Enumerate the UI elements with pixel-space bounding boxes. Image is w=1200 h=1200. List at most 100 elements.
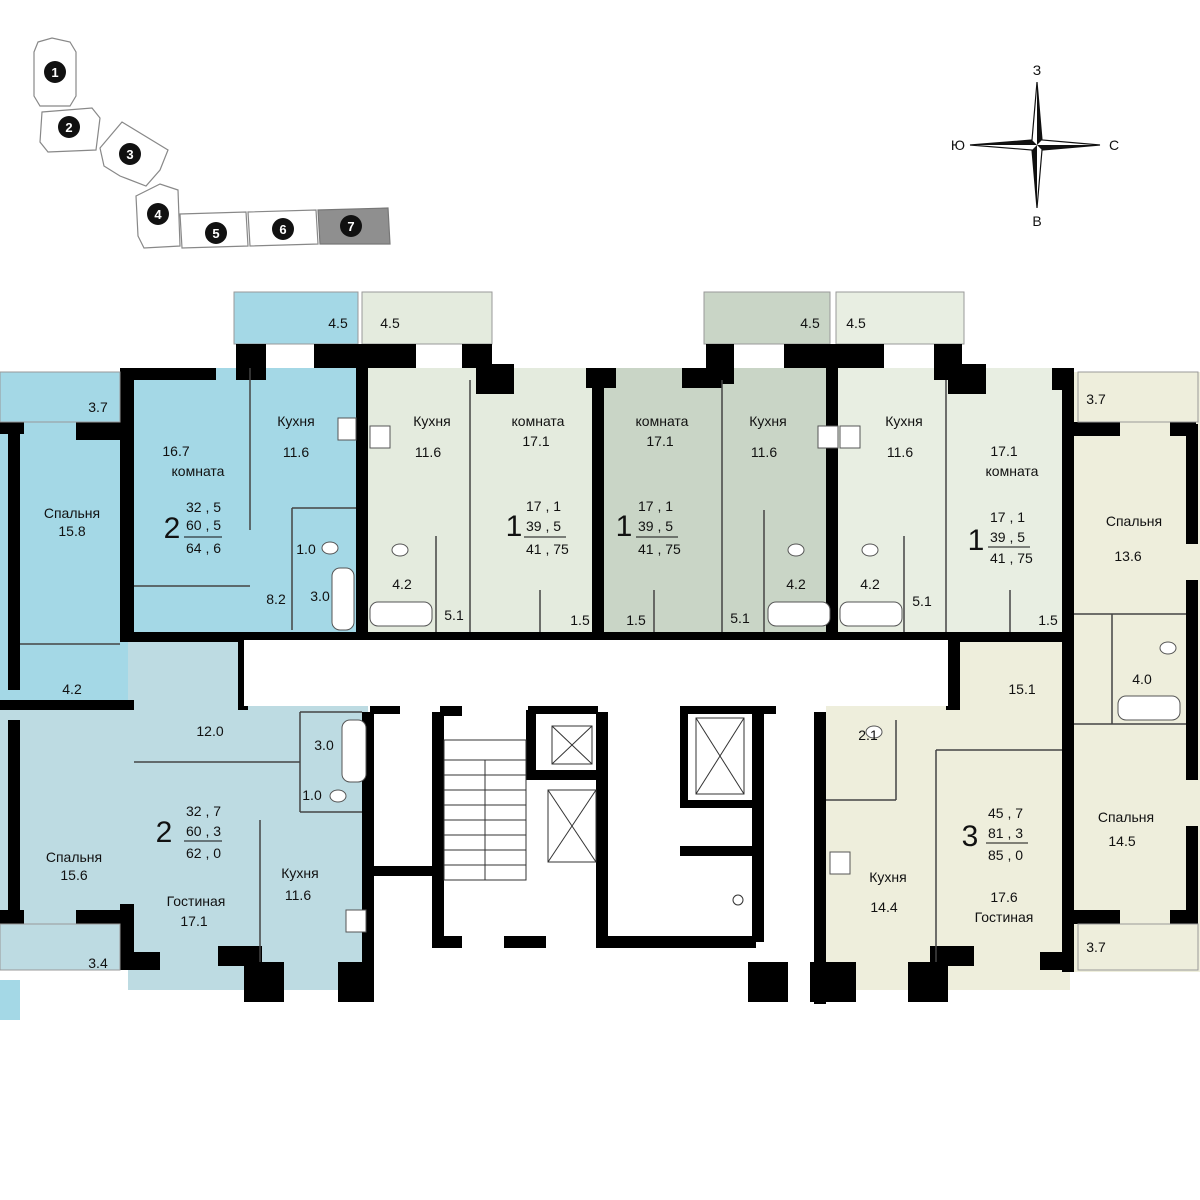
room-area: 5.1 [730, 610, 750, 626]
section-badge[interactable]: 3 [119, 143, 141, 165]
room-area: 4.0 [1132, 671, 1152, 687]
room-area: 15.8 [58, 523, 85, 539]
bathtub [369, 601, 433, 627]
apartment-rooms: 3 [962, 820, 979, 853]
room-name: Гостиная [975, 909, 1034, 925]
section-number: 3 [126, 147, 133, 162]
room-name: Кухня [885, 413, 922, 429]
compass-south-label: В [1032, 213, 1041, 229]
area-total: 81 , 3 [988, 825, 1023, 841]
balcony-area: 3.4 [88, 955, 108, 971]
area-total: 39 , 5 [990, 529, 1025, 545]
apartment-2-top-fill[interactable] [128, 368, 360, 638]
room-area: 17.1 [990, 443, 1017, 459]
room-area: 8.2 [266, 591, 286, 607]
area-total: 60 , 3 [186, 823, 221, 839]
bathtub [767, 601, 831, 627]
area-total: 39 , 5 [638, 518, 673, 534]
section-badge[interactable]: 6 [272, 218, 294, 240]
room-area: 14.4 [870, 899, 897, 915]
room-area: 11.6 [887, 444, 913, 460]
balcony-2-top[interactable] [233, 291, 359, 345]
balcony-area: 4.5 [800, 315, 820, 331]
room-name: комната [636, 413, 689, 429]
balcony-area: 4.5 [328, 315, 348, 331]
room-name: Кухня [277, 413, 314, 429]
section-number: 2 [65, 120, 72, 135]
room-name: комната [172, 463, 225, 479]
room-name: Спальня [1106, 513, 1162, 529]
room-area: 13.6 [1114, 548, 1141, 564]
core [244, 640, 948, 906]
room-area: 17.1 [646, 433, 673, 449]
area-living: 45 , 7 [988, 805, 1023, 821]
room-area: 4.2 [62, 681, 82, 697]
section-number: 6 [279, 222, 286, 237]
area-total: 60 , 5 [186, 517, 221, 533]
apartment-rooms: 1 [616, 510, 633, 543]
area-full: 62 , 0 [186, 845, 221, 861]
section-key-plan [33, 37, 391, 249]
area-living: 17 , 1 [638, 498, 673, 514]
room-name: Спальня [46, 849, 102, 865]
apartment-rooms: 1 [506, 510, 523, 543]
room-name: Кухня [413, 413, 450, 429]
section-number: 1 [51, 65, 58, 80]
room-area: 1.5 [1038, 612, 1058, 628]
apartment-3-fill[interactable] [1070, 372, 1200, 972]
apartment-1c-fill[interactable] [832, 368, 1070, 638]
area-living: 32 , 5 [186, 499, 221, 515]
balcony-1a[interactable] [361, 291, 493, 345]
balcony-1c[interactable] [835, 291, 965, 345]
compass-west-label: Ю [951, 137, 965, 153]
section-badge[interactable]: 4 [147, 203, 169, 225]
section-badge[interactable]: 5 [205, 222, 227, 244]
room-area: 15.1 [1008, 681, 1035, 697]
room-area: 16.7 [162, 443, 189, 459]
section-badge[interactable]: 1 [44, 61, 66, 83]
room-name: Спальня [44, 505, 100, 521]
apartment-1a-fill[interactable] [360, 368, 598, 638]
room-area: 1.5 [570, 612, 590, 628]
fixtures [321, 417, 1181, 933]
bathtub [341, 719, 367, 783]
stove [839, 425, 861, 449]
apartment-rooms: 2 [164, 512, 181, 545]
compass-east-label: С [1109, 137, 1119, 153]
balcony-area: 3.7 [1086, 939, 1106, 955]
room-area: 17.1 [180, 913, 207, 929]
elevator-3[interactable] [695, 717, 745, 795]
section-number: 5 [212, 226, 219, 241]
room-area: 5.1 [444, 607, 464, 623]
area-living: 17 , 1 [990, 509, 1025, 525]
room-area: 3.0 [310, 588, 330, 604]
apartment-rooms: 2 [156, 816, 173, 849]
room-name: Кухня [869, 869, 906, 885]
area-full: 41 , 75 [638, 541, 681, 557]
room-name: Спальня [1098, 809, 1154, 825]
area-full: 41 , 75 [990, 550, 1033, 566]
elevator-1[interactable] [551, 725, 593, 765]
room-area: 4.2 [786, 576, 806, 592]
room-area: 11.6 [283, 444, 309, 460]
room-area: 11.6 [415, 444, 441, 460]
section-number: 4 [154, 207, 162, 222]
balcony-1b[interactable] [703, 291, 831, 345]
corridor [244, 640, 948, 706]
section-badges: 1 2 3 4 5 6 7 [44, 61, 362, 244]
room-area: 2.1 [858, 727, 878, 743]
apartment-1b-fill[interactable] [598, 368, 832, 638]
room-name: комната [986, 463, 1039, 479]
area-living: 17 , 1 [526, 498, 561, 514]
section-badge[interactable]: 7 [340, 215, 362, 237]
bathtub [331, 567, 355, 631]
elevator-2[interactable] [547, 789, 597, 863]
toilet [787, 543, 805, 557]
toilet [1159, 641, 1177, 655]
partitions [20, 368, 1186, 962]
room-name: Кухня [281, 865, 318, 881]
room-area: 1.0 [302, 787, 322, 803]
bathtub [839, 601, 903, 627]
stair-steps [444, 759, 526, 880]
section-badge[interactable]: 2 [58, 116, 80, 138]
